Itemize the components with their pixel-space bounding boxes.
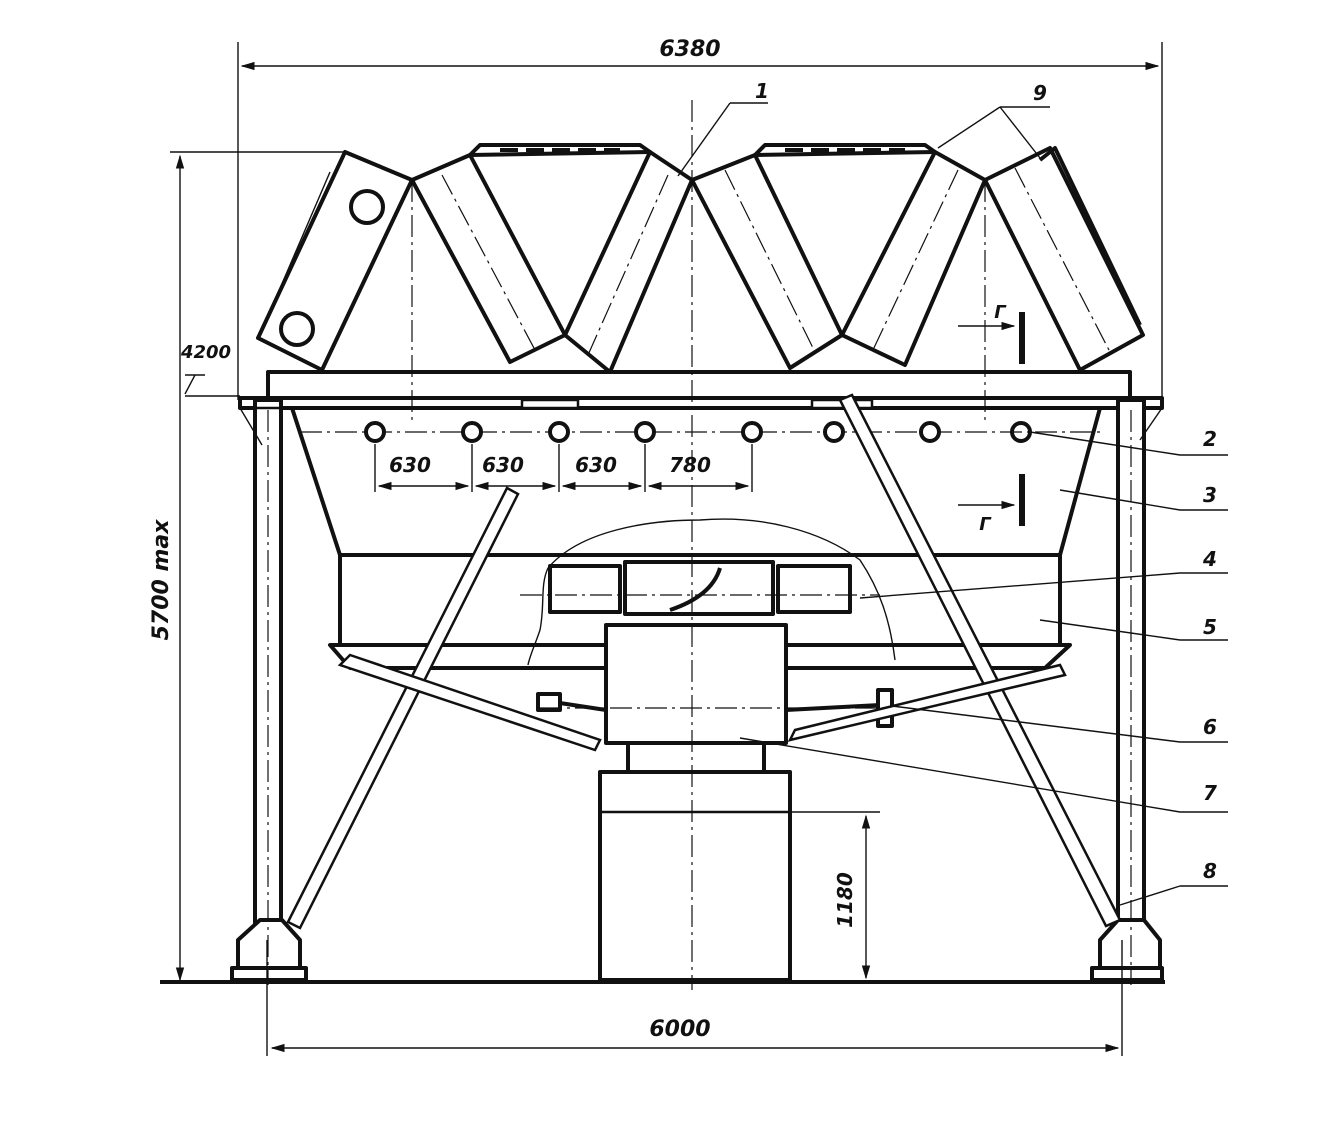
callout-1: 1 <box>677 79 769 177</box>
pedestal <box>598 770 792 982</box>
section-label-lower: Г <box>979 514 992 535</box>
callout-label-6: 6 <box>1203 715 1217 739</box>
section-label-upper: Г <box>994 302 1007 323</box>
callout-label-1: 1 <box>755 79 769 103</box>
callout-label-2: 2 <box>1203 427 1217 451</box>
label-platform-height: 4200 <box>180 342 231 363</box>
label-pitch-1: 630 <box>389 453 431 477</box>
label-pitch-4: 780 <box>669 453 711 477</box>
callout-label-8: 8 <box>1203 859 1217 883</box>
center-lines <box>267 100 1132 990</box>
label-pitch-2: 630 <box>482 453 524 477</box>
callout-label-3: 3 <box>1203 483 1217 507</box>
callout-2: 2 <box>1029 427 1228 456</box>
callout-3: 3 <box>1059 483 1228 511</box>
heat-exchanger-sections <box>256 143 1145 374</box>
label-pedestal-height: 1180 <box>833 872 857 928</box>
callout-8: 8 <box>1119 859 1228 906</box>
label-base-width: 6000 <box>649 1017 710 1042</box>
section-mark-lower: Г <box>958 474 1025 535</box>
dimension-nozzle-pitch: 630 630 630 780 <box>374 444 753 492</box>
callout-label-4: 4 <box>1202 547 1217 571</box>
callout-5: 5 <box>1039 615 1228 641</box>
section-mark-upper: Г <box>958 302 1025 364</box>
callout-label-5: 5 <box>1203 615 1217 639</box>
callout-4: 4 <box>859 547 1228 599</box>
dimension-overall-width: 6380 <box>237 37 1163 400</box>
dimension-max-height: 5700 max <box>149 151 345 982</box>
platform-beam <box>238 370 1164 410</box>
label-pitch-3: 630 <box>575 453 617 477</box>
callout-7: 7 <box>739 737 1228 813</box>
dimension-pedestal-height: 1180 <box>790 811 880 980</box>
callout-label-7: 7 <box>1203 781 1217 805</box>
callout-6: 6 <box>891 705 1228 743</box>
callout-9: 9 <box>937 81 1050 159</box>
dimension-platform-height: 4200 <box>180 342 240 397</box>
dimension-base-width: 6000 <box>266 940 1123 1056</box>
callout-label-9: 9 <box>1033 81 1047 105</box>
label-overall-width: 6380 <box>659 37 720 62</box>
label-max-height: 5700 max <box>149 519 174 641</box>
